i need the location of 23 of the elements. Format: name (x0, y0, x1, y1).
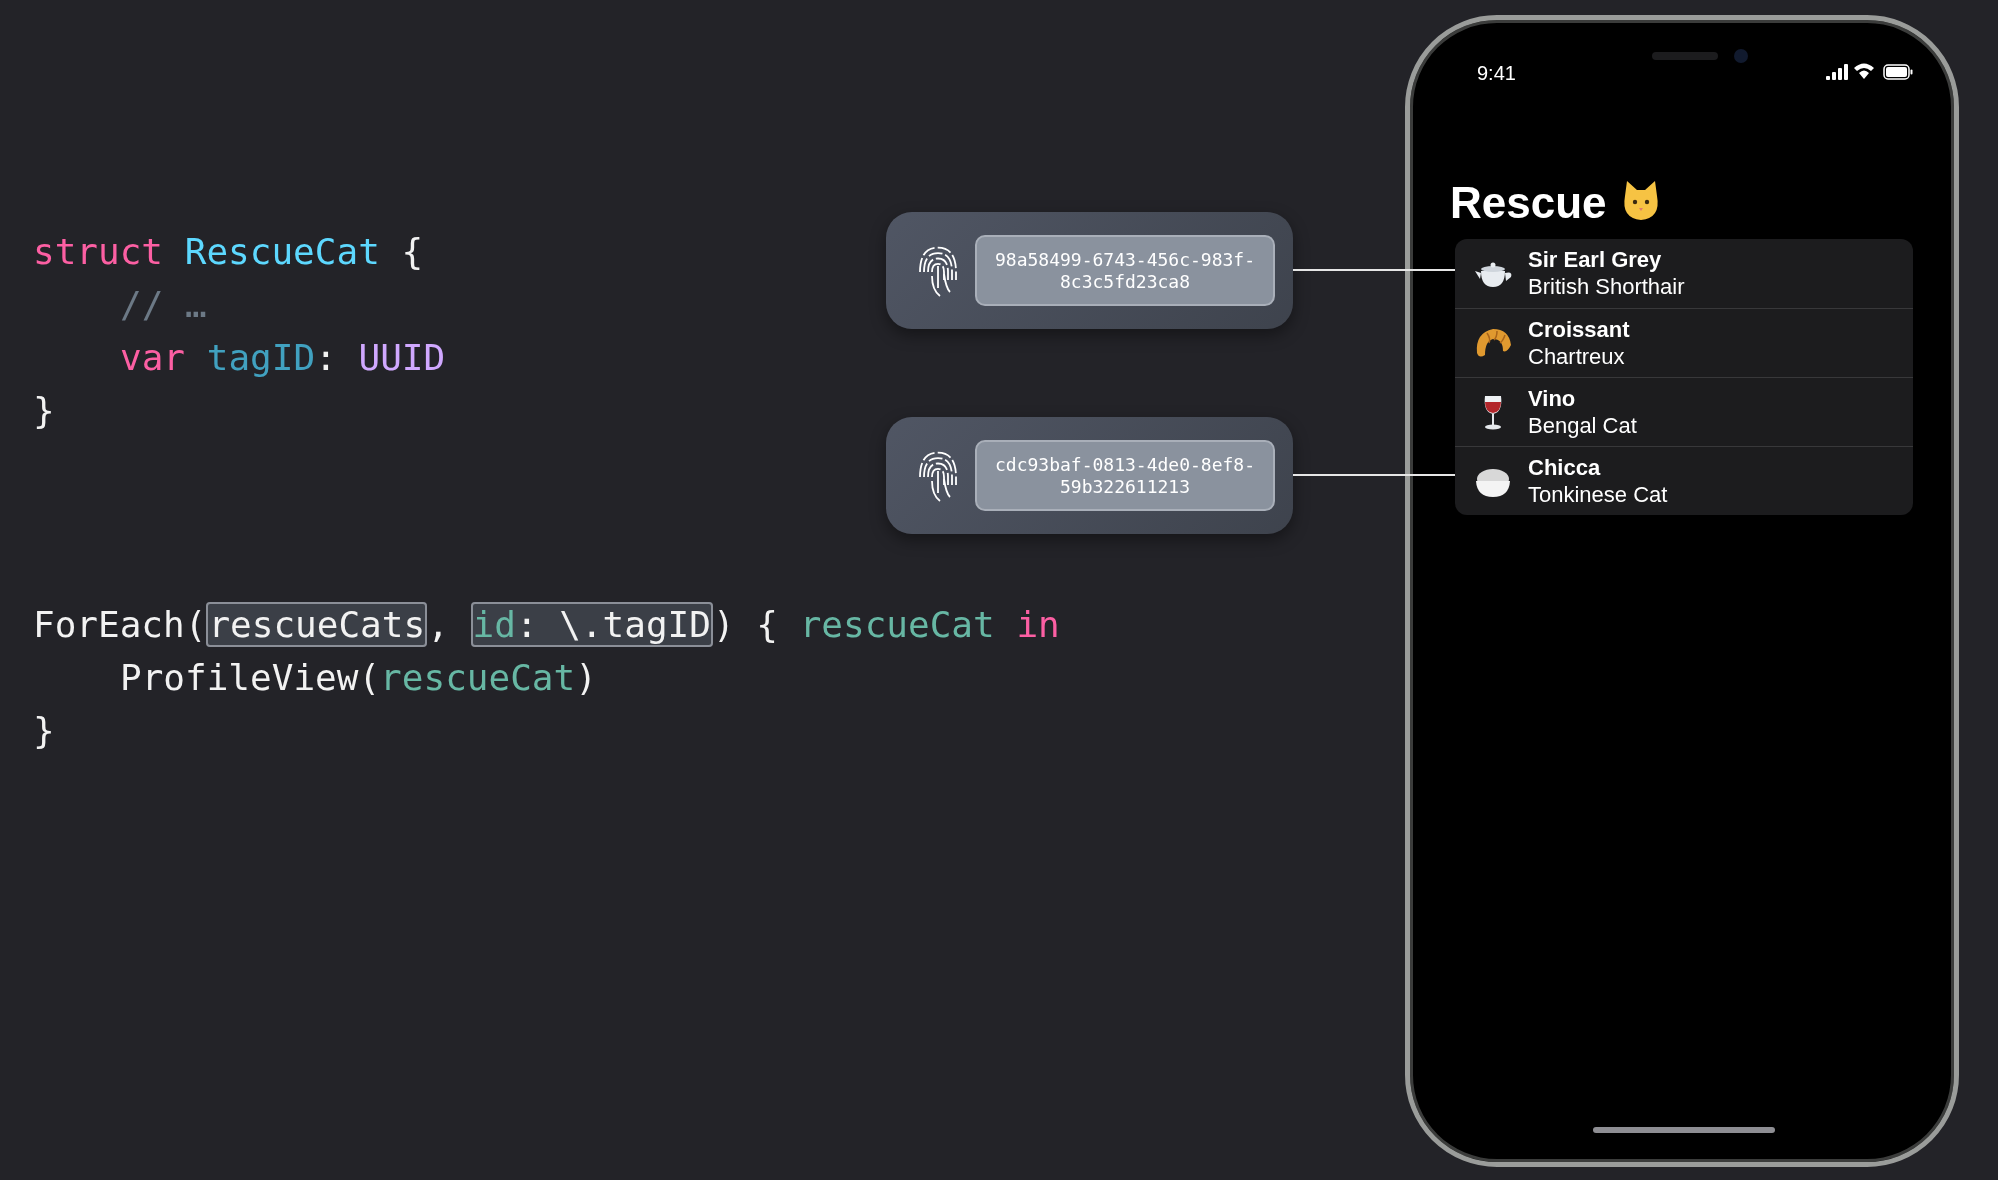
breed-name: Chartreux (1528, 344, 1625, 370)
breed-name: Bengal Cat (1528, 413, 1637, 439)
uuid-chip: 98a58499-6743-456c-983f-8c3c5fd23ca8 (975, 235, 1275, 306)
tag-card (886, 212, 1293, 329)
cat-name: Chicca (1528, 455, 1601, 481)
connector-line (1292, 474, 1456, 476)
code-line: } (33, 389, 55, 433)
connector-line (1292, 269, 1456, 271)
cat-name: Croissant (1528, 317, 1630, 343)
screen-title: Rescue (1450, 178, 1607, 228)
status-time: 9:41 (1477, 62, 1516, 85)
code-line: var tagID: UUID (120, 336, 446, 380)
breed-name: Tonkinese Cat (1528, 482, 1668, 508)
code-line: ProfileView(rescueCat) (120, 656, 597, 700)
uuid-chip: cdc93baf-0813-4de0-8ef8-59b322611213 (975, 440, 1275, 511)
tag-card (886, 417, 1293, 534)
cat-name: Sir Earl Grey (1528, 247, 1662, 273)
code-line: struct RescueCat { (33, 230, 424, 274)
code-line: } (33, 709, 55, 753)
code-line: ForEach(rescueCats, id: \.tagID) { rescueCat in (33, 603, 1060, 647)
breed-name: British Shorthair (1528, 274, 1685, 300)
cat-name: Vino (1528, 386, 1576, 412)
code-line: // … (120, 283, 207, 327)
